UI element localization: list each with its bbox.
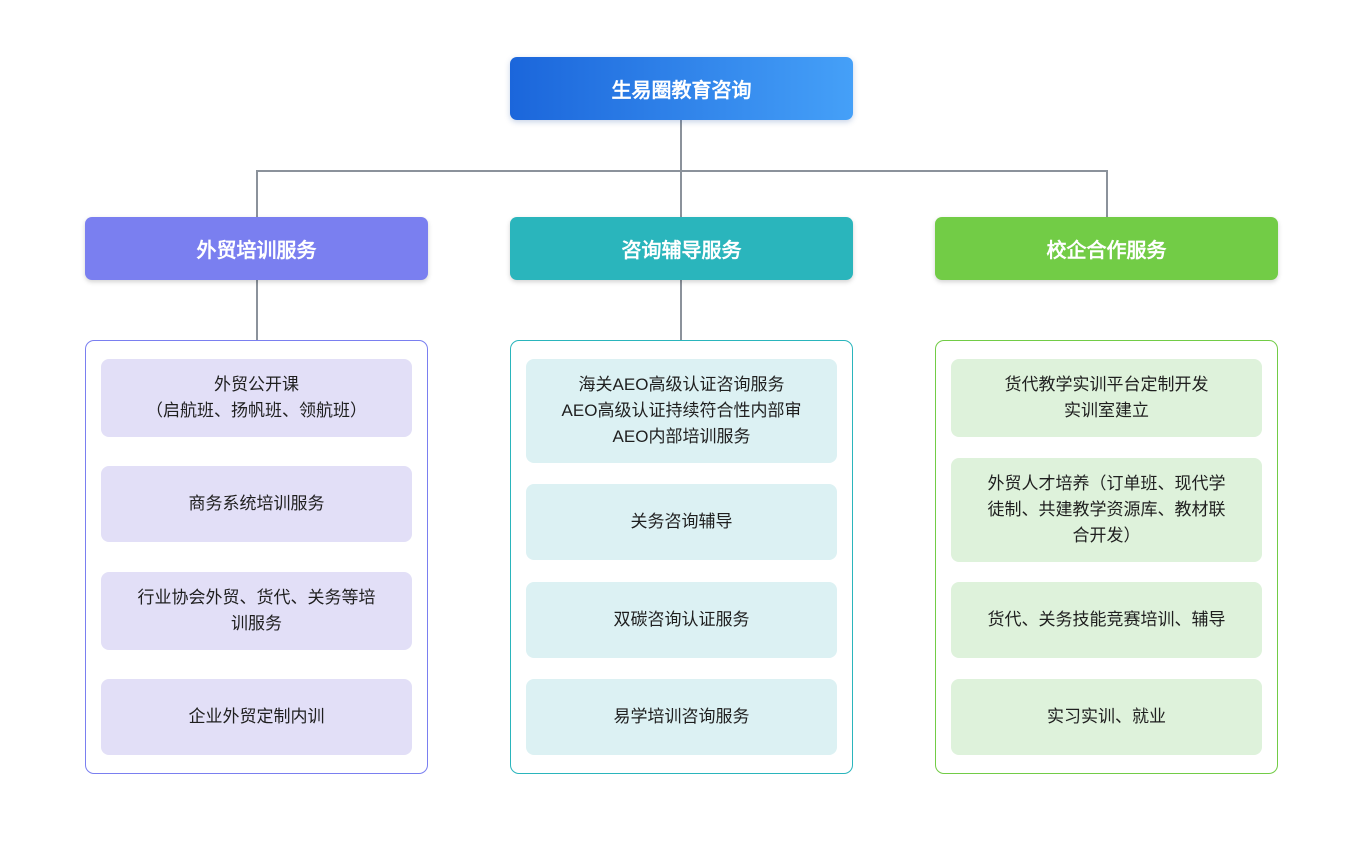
connector-root-stem xyxy=(680,120,682,170)
service-item: 双碳咨询认证服务 xyxy=(526,581,837,658)
branch-header-consulting-coaching: 咨询辅导服务 xyxy=(510,217,853,280)
service-item: 商务系统培训服务 xyxy=(101,466,412,543)
connector-drop-right xyxy=(1106,170,1108,217)
branch-header-label: 外贸培训服务 xyxy=(196,240,317,262)
service-item: 货代教学实训平台定制开发 实训室建立 xyxy=(951,359,1262,437)
connector-header-to-group-left xyxy=(256,280,258,340)
service-item: 关务咨询辅导 xyxy=(526,484,837,561)
branch-group-foreign-trade-training: 外贸公开课 （启航班、扬帆班、领航班） 商务系统培训服务 行业协会外贸、货代、关… xyxy=(85,340,428,774)
service-item: 实习实训、就业 xyxy=(951,678,1262,755)
connector-header-to-group-center xyxy=(680,280,682,340)
connector-horizontal-spine xyxy=(256,170,1107,172)
branch-header-label: 咨询辅导服务 xyxy=(621,240,742,262)
service-item: 外贸公开课 （启航班、扬帆班、领航班） xyxy=(101,359,412,437)
service-item: 行业协会外贸、货代、关务等培 训服务 xyxy=(101,571,412,650)
service-item: 易学培训咨询服务 xyxy=(526,678,837,755)
root-node: 生易圈教育咨询 xyxy=(510,57,853,120)
service-item: 外贸人才培养（订单班、现代学 徒制、共建教学资源库、教材联 合开发） xyxy=(951,457,1262,562)
service-item: 货代、关务技能竞赛培训、辅导 xyxy=(951,582,1262,659)
branch-group-consulting-coaching: 海关AEO高级认证咨询服务 AEO高级认证持续符合性内部审 AEO内部培训服务 … xyxy=(510,340,853,774)
service-item: 海关AEO高级认证咨询服务 AEO高级认证持续符合性内部审 AEO内部培训服务 xyxy=(526,359,837,463)
connector-drop-left xyxy=(256,170,258,217)
branch-header-label: 校企合作服务 xyxy=(1046,240,1167,262)
service-item: 企业外贸定制内训 xyxy=(101,678,412,755)
connector-drop-center xyxy=(680,170,682,217)
branch-header-school-enterprise: 校企合作服务 xyxy=(935,217,1278,280)
branch-header-foreign-trade-training: 外贸培训服务 xyxy=(85,217,428,280)
root-node-label: 生易圈教育咨询 xyxy=(611,80,752,102)
branch-group-school-enterprise: 货代教学实训平台定制开发 实训室建立 外贸人才培养（订单班、现代学 徒制、共建教… xyxy=(935,340,1278,774)
